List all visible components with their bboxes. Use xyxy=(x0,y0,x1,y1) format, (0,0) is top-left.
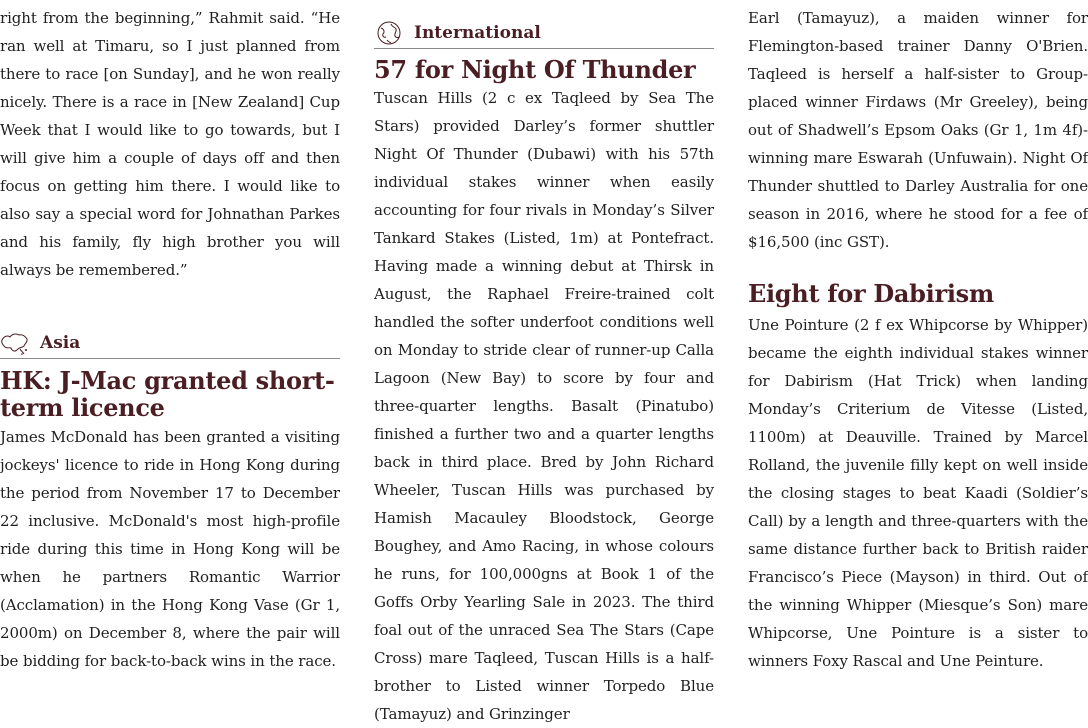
article-headline: 57 for Night Of Thunder xyxy=(374,55,696,84)
globe-icon xyxy=(374,20,404,46)
article-headline: HK: J-Mac granted short-term licence xyxy=(0,366,335,422)
article-headline: Eight for Dabirism xyxy=(748,279,994,308)
article-body: James McDonald has been granted a visiti… xyxy=(0,428,340,670)
article-body: Une Pointure (2 f ex Whipcorse by Whippe… xyxy=(748,316,1088,670)
section-label: International xyxy=(414,23,541,43)
column-left: right from the beginning,” Rahmit said. … xyxy=(0,0,340,675)
section-label: Asia xyxy=(40,333,81,353)
intro-paragraph: right from the beginning,” Rahmit said. … xyxy=(0,9,340,279)
article-body: Tuscan Hills (2 c ex Taqleed by Sea The … xyxy=(374,89,714,723)
continuation-paragraph: Earl (Tamayuz), a maiden winner for Flem… xyxy=(748,9,1088,251)
section-header-international: International xyxy=(374,20,714,49)
section-header-asia: Asia xyxy=(0,330,340,359)
asia-map-icon xyxy=(0,330,30,356)
column-right: Earl (Tamayuz), a maiden winner for Flem… xyxy=(748,0,1088,675)
column-middle: International 57 for Night Of Thunder Tu… xyxy=(374,0,714,728)
